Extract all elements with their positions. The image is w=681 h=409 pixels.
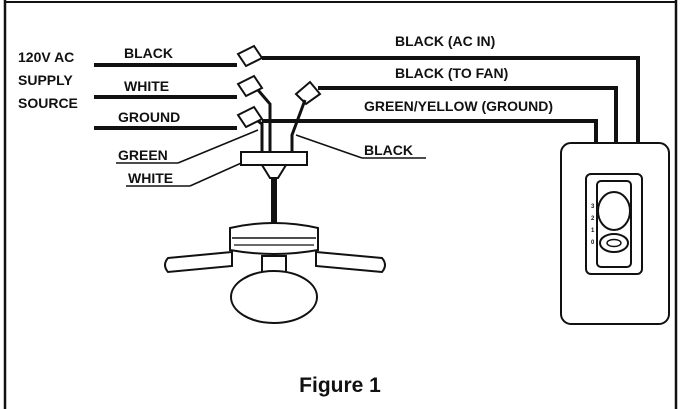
- downrod: [271, 178, 277, 226]
- dial-mark-2: 2: [591, 216, 595, 222]
- to-fan-label: BLACK (TO FAN): [395, 65, 508, 81]
- wall-control-wires: [262, 56, 640, 145]
- wire-nut-ground: [236, 105, 264, 129]
- wire-nut-ac-in: [236, 44, 264, 68]
- white-lead-label: WHITE: [128, 170, 173, 186]
- dial-mark-1: 1: [591, 228, 595, 234]
- supply-wires: [94, 63, 237, 130]
- figure-border: [3, 0, 678, 409]
- supply-black-label: BLACK: [124, 45, 173, 61]
- ground-control-label: GREEN/YELLOW (GROUND): [364, 98, 553, 114]
- supply-label-line-3: SOURCE: [18, 95, 78, 111]
- ac-in-wire: [262, 56, 640, 145]
- wall-control: 3 2 1 0: [560, 142, 670, 325]
- to-fan-wire: [318, 86, 618, 145]
- supply-label-line-1: 120V AC: [18, 49, 74, 65]
- wire-nut-white: [236, 74, 264, 98]
- light-globe: [230, 270, 318, 324]
- fan-blade-left: [164, 250, 233, 274]
- supply-white-label: WHITE: [124, 78, 169, 94]
- fan-lead-wires: [256, 89, 307, 152]
- black-lead-label: BLACK: [364, 142, 413, 158]
- dial-mark-3: 3: [591, 204, 595, 210]
- fan-canopy: [240, 151, 308, 166]
- fan-blade-right: [315, 250, 386, 274]
- figure-caption: Figure 1: [299, 374, 381, 397]
- ground-to-control-wire: [262, 119, 598, 145]
- wall-control-dial: [599, 233, 629, 253]
- supply-ground-label: GROUND: [118, 109, 180, 125]
- green-lead-label: GREEN: [118, 147, 168, 163]
- ceiling-fan: [164, 151, 386, 324]
- canopy-collar: [260, 164, 288, 179]
- wire-nut-fan: [294, 80, 322, 106]
- ac-in-label: BLACK (AC IN): [395, 33, 495, 49]
- dial-mark-0: 0: [591, 240, 595, 246]
- fan-green-lead: [257, 119, 264, 152]
- supply-label-line-2: SUPPLY: [18, 72, 73, 88]
- wall-control-knob: [597, 191, 631, 231]
- fan-white-lead: [256, 89, 272, 152]
- fan-black-lead: [290, 99, 307, 152]
- switch-housing: [261, 255, 287, 273]
